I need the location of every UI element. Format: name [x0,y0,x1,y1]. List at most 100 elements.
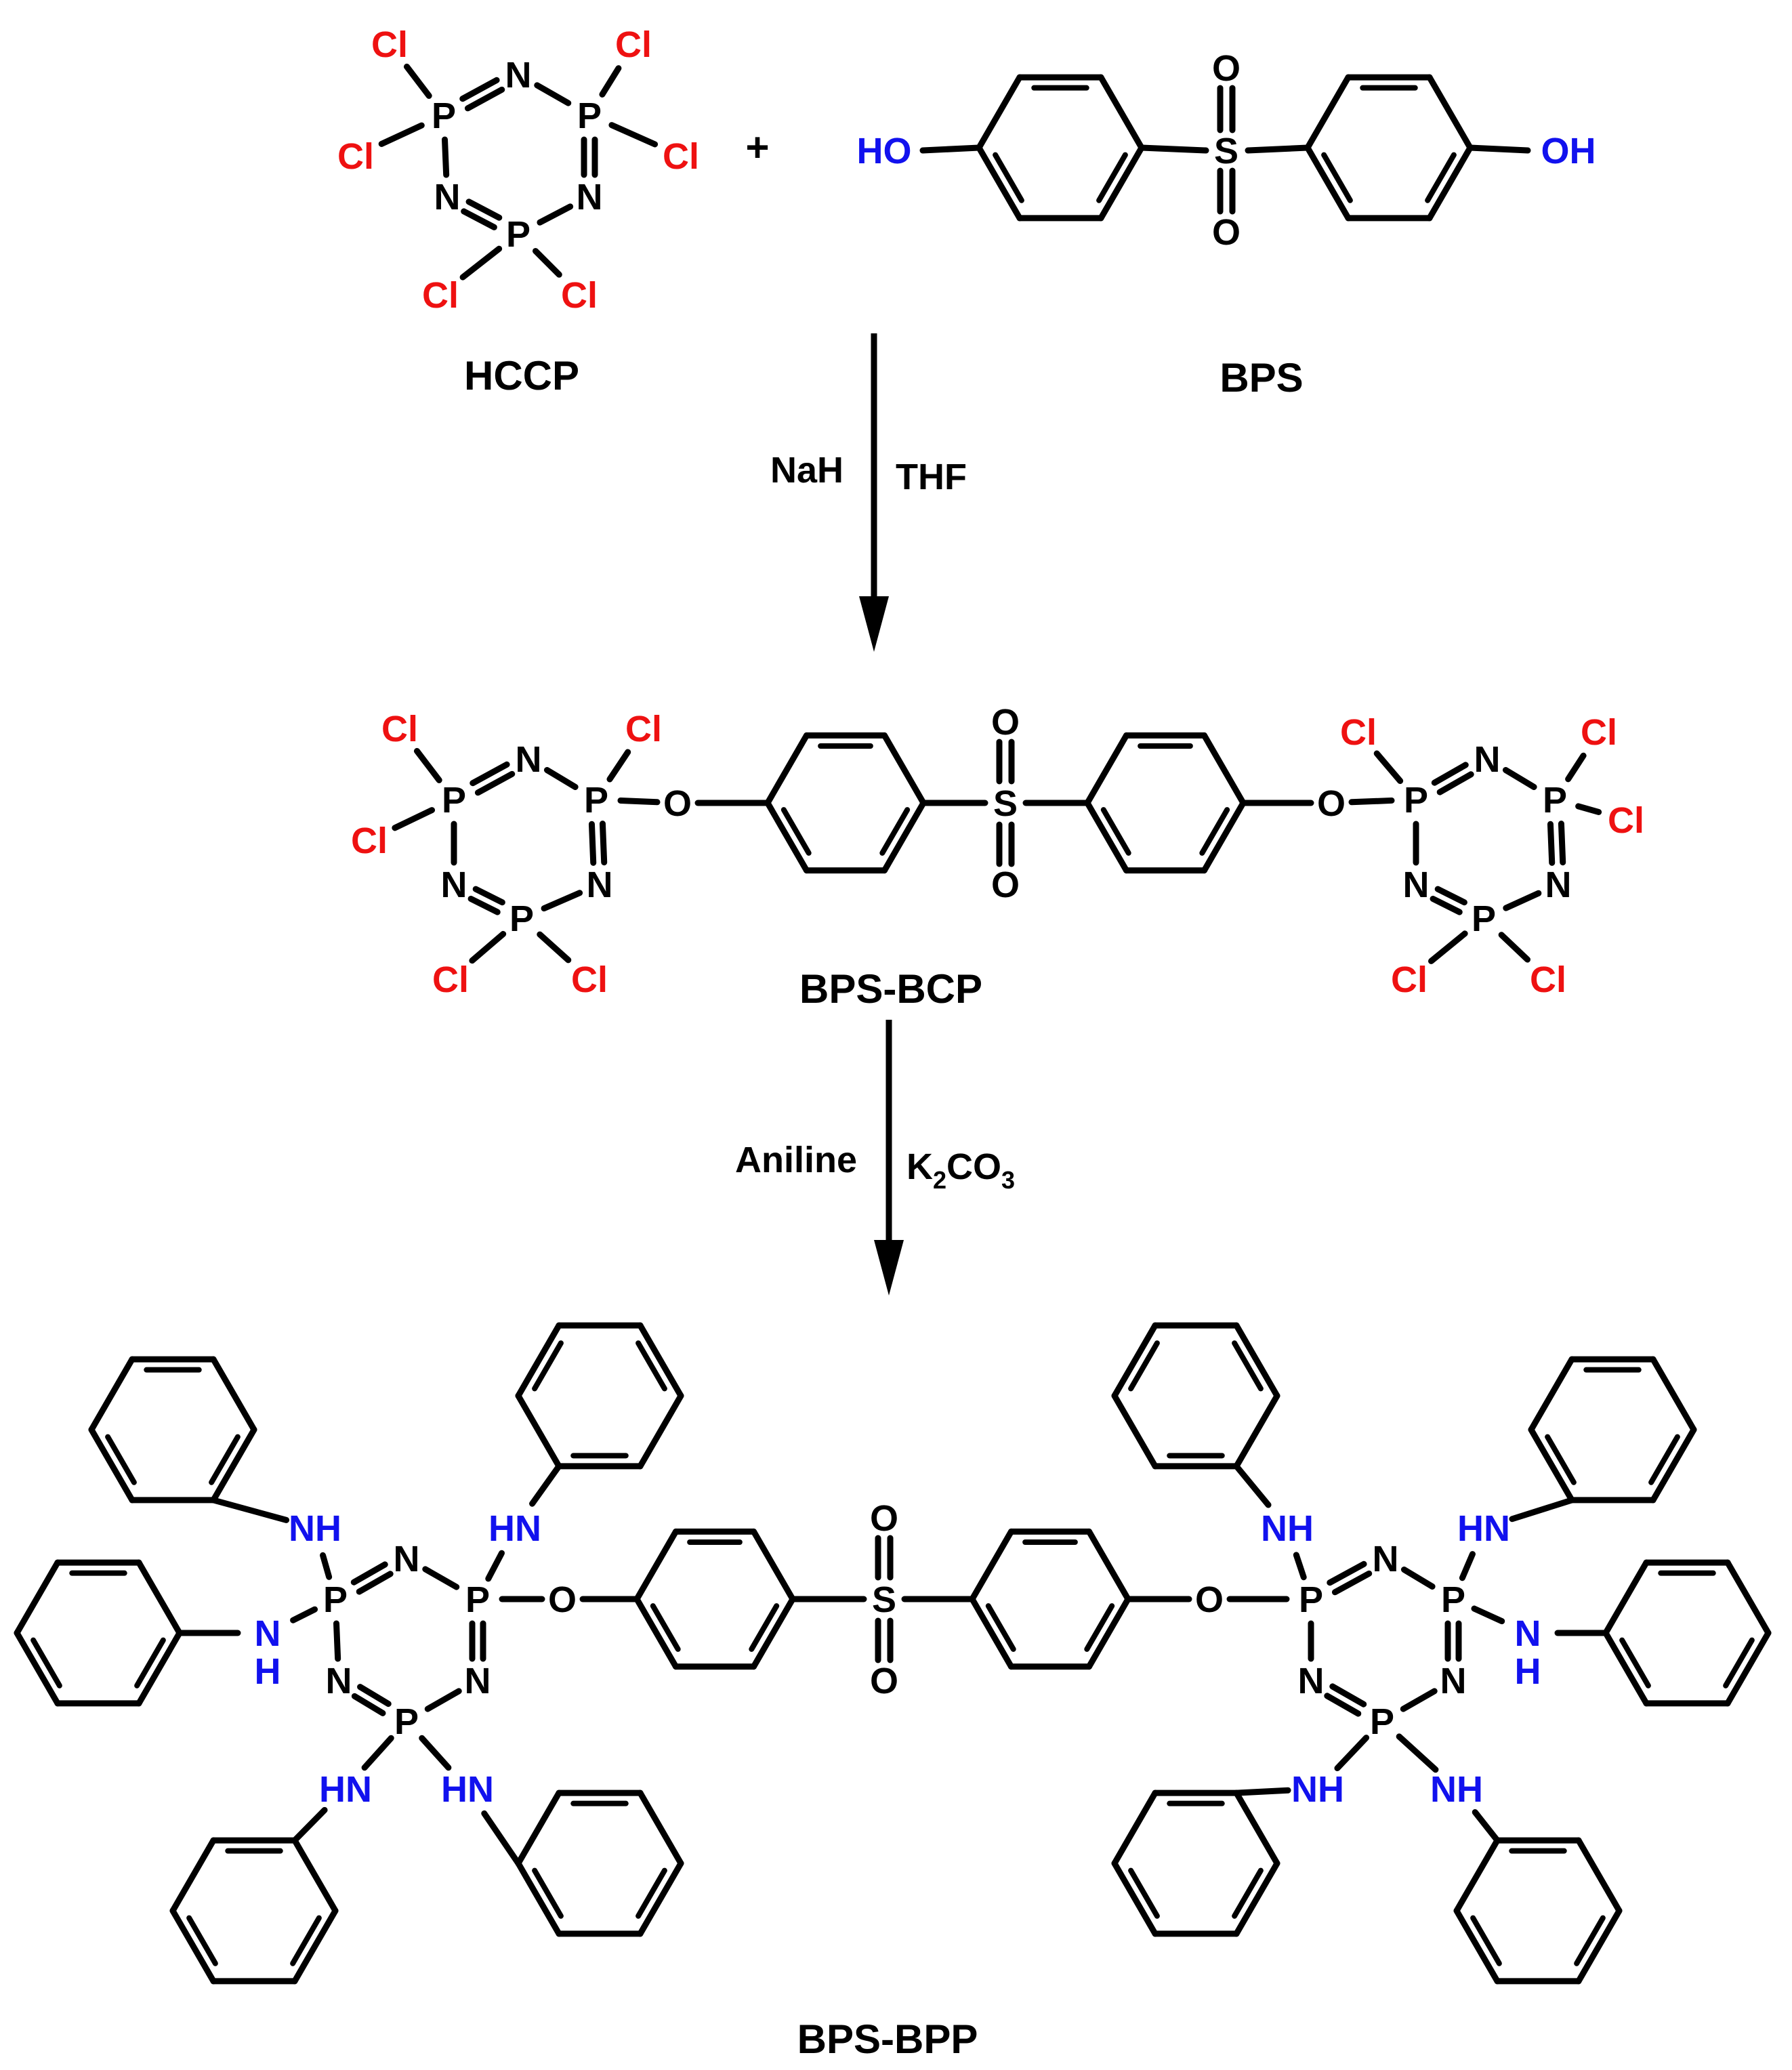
bcp-p-cl-bond [1428,930,1468,964]
bpp-nh-6-phenyl [1111,1322,1159,1399]
hccp-cl-1: Cl [371,24,408,65]
bpp-right-ptz-bond [1324,1693,1362,1717]
bcp-p-cl-bond [1373,750,1404,785]
bcp-left-ptz-p3: P [509,898,534,939]
bpp-nh-1-phenyl [209,1434,241,1485]
bpp-right-ptz-p3: P [1370,1701,1394,1742]
bcp-right-ptz-n1: N [1474,739,1501,780]
bcp-p-o-bond [617,797,661,806]
bcp-p-cl-bond [1565,752,1587,783]
bps-s: S [1214,131,1238,171]
hccp-bond [537,203,574,226]
bpp-nh-6-p-n-bond [1293,1552,1307,1581]
bcp-right-ptz-bond [1434,886,1467,906]
bps-oh: OH [1541,131,1596,171]
bcp-left-ptz-p2: P [584,780,608,821]
bcp-ring-right [1084,800,1129,874]
bpp-ring-right [1086,1596,1131,1670]
bpp-nh-9-n-c-bond [1233,1787,1291,1796]
bpp-nh-10-phenyl [1453,1907,1501,1985]
bpp-hn-7-phenyl [1545,1434,1577,1485]
hccp-p-cl-bond [378,122,425,147]
bcp-ring-left [764,800,810,874]
bpp-s: S [872,1579,896,1620]
bcp-p-cl-bond [1498,932,1531,963]
bpp-hn-5-n-c-bond [481,1810,522,1867]
hccp-bond [465,199,503,221]
bpp-hn-5-phenyl [515,1789,562,1867]
bcp-right-cl-5: Cl [1530,959,1566,1000]
hccp-p-cl-bond [599,65,622,98]
bcp-o-right: O [1317,783,1346,824]
bcp-ring-left [764,732,810,806]
bcp-ring-right [1201,800,1247,874]
bpp-hn-5-phenyl [637,1860,684,1937]
bcp-p-cl-bond [606,749,631,783]
hccp-cl-6: Cl [561,275,598,316]
bcp-left-cl-5: Cl [571,959,608,1000]
k2co3-sub-3: 3 [1001,1166,1015,1194]
hccp-bond [459,77,500,102]
bpp-nh-8-p-n-bond [1471,1605,1505,1625]
bpp-nh-8-phenyl [1724,1559,1772,1636]
bpp-hn-4-phenyl [169,1837,217,1914]
bpp-nh-2-phenyl [136,1630,183,1707]
bpp-nh-6-phenyl [1111,1392,1159,1470]
bpp-left-ptz-n3: N [326,1661,352,1701]
bpp-hn-4-phenyl [186,1915,218,1966]
bcp-right-cl-2: Cl [1581,712,1617,753]
bpp-right-ptz-bond [1400,1688,1438,1712]
bpp-nh-6-phenyl [1233,1322,1280,1399]
bps-ho: HO [857,131,912,171]
bpp-right-ptz-p1: P [1299,1579,1323,1620]
bpp-hn-4-phenyl [290,1915,322,1966]
bpp-hn-3-phenyl [637,1392,684,1470]
reagent-aniline: Aniline [735,1140,857,1180]
bpp-nh-8-phenyl [1723,1637,1755,1689]
bpp-hn-7: HN [1457,1508,1510,1549]
bcp-ring-left [879,807,911,856]
bcp-right-ptz-bond [1436,771,1474,795]
bpp-nh-10-phenyl [1575,1907,1623,1985]
bcp-p-cl-bond [1575,803,1602,815]
bcp-ring-left [780,807,812,856]
bpp-ring-right [1084,1603,1115,1652]
bpp-nh-1-phenyl [88,1356,136,1433]
bpp-hn-4-phenyl [291,1907,339,1985]
bcp-ring-right [1084,732,1129,806]
bpp-hn-4-phenyl [169,1907,217,1985]
bpp-left-ptz-p3: P [394,1701,419,1742]
bpp-hn-3-phenyl [515,1322,562,1399]
bpp-hn-5: HN [441,1769,494,1810]
bpp-nh-10-phenyl [1574,1915,1606,1966]
bps-ring-left [1098,144,1145,222]
bpp-nh-1-p-n-bond [320,1552,333,1580]
bpp-nh-2-phenyl [14,1559,61,1636]
bpp-right-ptz-n3: N [1298,1661,1325,1701]
bpp-nh-8-h: H [1515,1651,1541,1692]
hccp-p-cl-bond [608,122,659,148]
bpp-ring-right [969,1596,1014,1670]
bpp-right-ptz-bond [1400,1566,1436,1590]
bpp-right-ptz-bond [1329,1683,1367,1707]
bpp-nh-1-phenyl [210,1356,257,1433]
bcp-s: S [993,783,1018,824]
bpp-hn-3-phenyl [515,1392,562,1470]
hccp-p1: P [432,96,456,136]
bpp-hn-3-n-c-bond [529,1463,562,1507]
bcp-right-ptz-p3: P [1472,898,1496,939]
bpp-hn-4: HN [319,1769,372,1810]
bcp-right-cl-3: Cl [1608,800,1644,841]
bpp-hn-5-phenyl [515,1860,562,1937]
bpp-nh-9-phenyl [1233,1860,1280,1937]
bpp-ring-left [751,1596,796,1670]
bpp-nh-9-phenyl [1128,1867,1160,1919]
bpp-left-ptz-bond [357,1684,392,1707]
k2co3-sub-2: 2 [933,1166,946,1194]
bps-ring-left [1096,152,1128,203]
hccp-p3: P [506,214,530,255]
bcp-ring-right [1199,807,1230,856]
bps-caption: BPS [1220,355,1303,400]
bps-ring-right [1426,74,1474,151]
bpp-nh-9-phenyl [1233,1789,1280,1867]
